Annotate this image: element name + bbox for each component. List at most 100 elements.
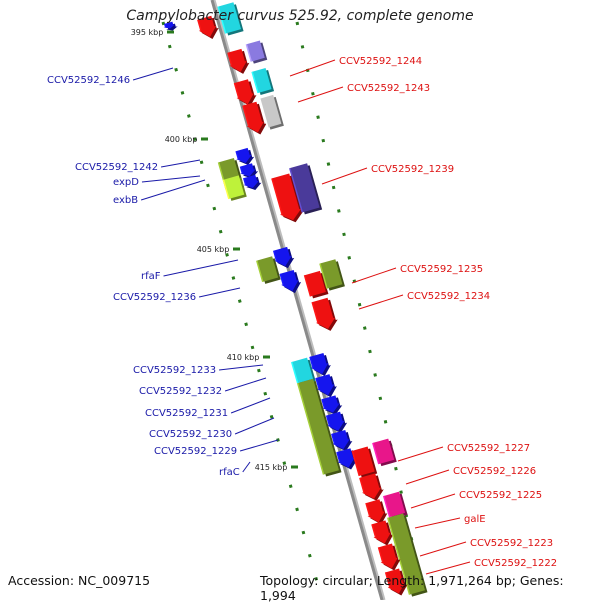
leader-line-left bbox=[242, 461, 251, 473]
gene-feature[interactable] bbox=[359, 473, 384, 501]
gene-feature[interactable] bbox=[371, 520, 394, 546]
gene-label-left[interactable]: rfaC bbox=[219, 467, 240, 478]
gene-feature-body bbox=[297, 378, 339, 475]
gene-feature-body bbox=[273, 246, 292, 267]
gene-feature[interactable] bbox=[251, 67, 275, 95]
gene-label-left[interactable]: CCV52592_1236 bbox=[113, 292, 196, 303]
gene-feature[interactable] bbox=[222, 175, 247, 201]
gene-feature[interactable] bbox=[245, 40, 268, 64]
gene-feature-highlight bbox=[272, 250, 278, 261]
gene-label-right[interactable]: CCV52592_1225 bbox=[459, 490, 542, 501]
gene-feature[interactable] bbox=[227, 48, 250, 74]
gene-feature[interactable] bbox=[296, 378, 342, 477]
gene-feature[interactable] bbox=[351, 446, 378, 478]
gene-feature[interactable] bbox=[258, 94, 284, 130]
leader-line-left bbox=[160, 159, 201, 168]
gene-label-left[interactable]: exbB bbox=[113, 195, 138, 206]
gene-feature[interactable] bbox=[384, 568, 408, 596]
gene-feature-body bbox=[246, 40, 265, 62]
gene-label-right[interactable]: CCV52592_1226 bbox=[453, 466, 536, 477]
gene-feature-body bbox=[304, 270, 326, 297]
gene-feature[interactable] bbox=[325, 411, 348, 433]
scale-label: 410 kbp bbox=[227, 353, 260, 362]
gene-feature[interactable] bbox=[309, 352, 331, 377]
gene-feature[interactable] bbox=[279, 269, 302, 294]
gene-feature[interactable] bbox=[197, 15, 219, 39]
leader-line-left bbox=[230, 397, 271, 414]
gene-label-left[interactable]: expD bbox=[113, 177, 139, 188]
gene-feature[interactable] bbox=[319, 259, 345, 291]
gene-feature-body bbox=[309, 352, 329, 375]
leader-line-right bbox=[414, 517, 461, 529]
gene-feature-highlight bbox=[303, 274, 312, 297]
gene-feature-body bbox=[236, 147, 252, 163]
gene-feature[interactable] bbox=[271, 173, 304, 223]
gene-feature-highlight bbox=[319, 263, 328, 289]
gene-feature[interactable] bbox=[272, 246, 295, 269]
gene-feature[interactable] bbox=[289, 163, 323, 215]
gene-feature[interactable] bbox=[377, 543, 401, 571]
gene-feature[interactable] bbox=[311, 297, 338, 331]
gene-feature[interactable] bbox=[321, 395, 343, 415]
gene-feature[interactable] bbox=[387, 513, 428, 597]
gene-label-left[interactable]: CCV52592_1242 bbox=[75, 162, 158, 173]
gene-label-right[interactable]: CCV52592_1222 bbox=[474, 558, 557, 569]
gene-feature-highlight bbox=[315, 377, 320, 389]
gene-label-left[interactable]: CCV52592_1233 bbox=[133, 365, 216, 376]
gene-feature-highlight bbox=[256, 260, 264, 283]
gene-feature-highlight bbox=[258, 98, 269, 128]
leader-line-left bbox=[219, 364, 264, 371]
gene-feature-highlight bbox=[217, 6, 227, 34]
gene-feature-body bbox=[163, 21, 176, 29]
gene-feature-highlight bbox=[245, 44, 253, 62]
gene-label-right[interactable]: galE bbox=[464, 514, 486, 525]
gene-label-left[interactable]: CCV52592_1231 bbox=[145, 408, 228, 419]
gene-label-left[interactable]: CCV52592_1230 bbox=[149, 429, 232, 440]
gene-feature-highlight bbox=[359, 477, 365, 493]
leader-line-left bbox=[198, 287, 241, 298]
gene-feature-body bbox=[223, 175, 245, 199]
gene-feature-highlight bbox=[243, 177, 247, 185]
gene-feature[interactable] bbox=[235, 147, 255, 165]
gene-feature-highlight bbox=[336, 451, 341, 462]
gene-feature-body bbox=[234, 79, 254, 105]
gene-feature[interactable] bbox=[365, 499, 388, 525]
gene-feature-highlight bbox=[290, 361, 299, 384]
gene-feature-highlight bbox=[251, 71, 259, 94]
gene-feature[interactable] bbox=[217, 2, 244, 36]
tick-marks bbox=[161, 21, 427, 600]
gene-feature-body bbox=[378, 543, 398, 569]
leader-line-left bbox=[140, 179, 206, 201]
gene-feature[interactable] bbox=[303, 270, 329, 299]
gene-label-right[interactable]: CCV52592_1239 bbox=[371, 164, 454, 175]
gene-label-right[interactable]: CCV52592_1244 bbox=[339, 56, 422, 67]
gene-feature-body bbox=[243, 174, 260, 188]
gene-feature[interactable] bbox=[243, 174, 262, 190]
gene-feature-body bbox=[365, 499, 385, 523]
gene-label-left[interactable]: CCV52592_1232 bbox=[139, 386, 222, 397]
gene-label-left[interactable]: rfaF bbox=[141, 271, 161, 282]
gene-label-left[interactable]: CCV52592_1229 bbox=[154, 446, 237, 457]
scale-label: 415 kbp bbox=[255, 463, 288, 472]
gene-feature-highlight bbox=[384, 572, 391, 587]
gene-label-right[interactable]: CCV52592_1243 bbox=[347, 83, 430, 94]
gene-label-right[interactable]: CCV52592_1234 bbox=[407, 291, 490, 302]
gene-feature[interactable] bbox=[382, 491, 408, 520]
gene-feature[interactable] bbox=[242, 101, 267, 135]
gene-feature[interactable] bbox=[372, 438, 397, 467]
gene-label-right[interactable]: CCV52592_1227 bbox=[447, 443, 530, 454]
gene-feature[interactable] bbox=[290, 357, 316, 386]
gene-feature[interactable] bbox=[315, 374, 337, 398]
gene-feature[interactable] bbox=[256, 256, 281, 284]
gene-label-left[interactable]: CCV52592_1246 bbox=[47, 75, 130, 86]
gene-label-right[interactable]: CCV52592_1223 bbox=[470, 538, 553, 549]
gene-feature[interactable] bbox=[233, 79, 257, 107]
gene-feature-highlight bbox=[239, 166, 243, 174]
gene-feature[interactable] bbox=[331, 429, 353, 452]
gene-feature-body bbox=[326, 411, 345, 431]
scale-label: 400 kbp bbox=[165, 135, 198, 144]
gene-label-right[interactable]: CCV52592_1235 bbox=[400, 264, 483, 275]
leader-line-right bbox=[351, 267, 397, 284]
gene-feature[interactable] bbox=[163, 21, 178, 31]
